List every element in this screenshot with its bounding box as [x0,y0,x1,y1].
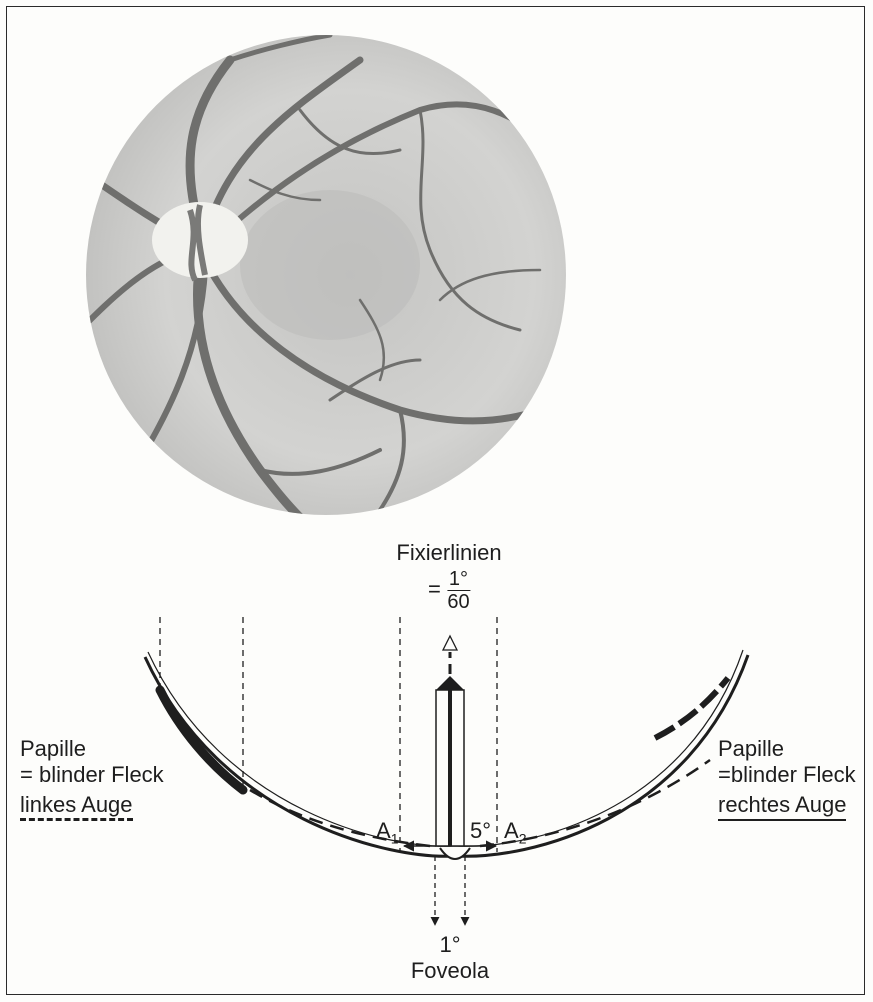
equals-sign: = [428,576,441,601]
right-eye-text: rechtes Auge [718,792,846,821]
five-degree-label: 5° [470,818,491,844]
fixation-ratio: = 1° 60 [396,568,501,613]
fixation-rod [436,636,464,846]
left-eye-label: Papille = blinder Fleck linkes Auge [20,736,164,818]
a2-subscript: 2 [519,830,527,846]
a1-letter: A [376,818,391,843]
foveola-arrows [435,856,465,925]
right-eye-label: Papille =blinder Fleck rechtes Auge [718,736,856,818]
a1-label: A1 [376,818,398,851]
foveola-angle: 1° [411,932,489,958]
a1-subscript: 1 [391,830,399,846]
fraction-denominator: 60 [447,591,470,613]
a2-label: A2 [504,818,526,851]
a2-letter: A [504,818,519,843]
left-eye-text: linkes Auge [20,792,133,821]
right-blind-spot-text: =blinder Fleck [718,762,856,788]
fraction-numerator: 1° [447,568,470,591]
right-papilla-text: Papille [718,736,856,762]
foveola-name: Foveola [411,958,489,984]
foveola-label: 1° Foveola [411,932,489,984]
left-blind-spot-text: = blinder Fleck [20,762,164,788]
fixation-lines-label: Fixierlinien = 1° 60 [396,540,501,613]
fixation-lines-title: Fixierlinien [396,540,501,566]
fundus-image [80,35,570,540]
left-papilla-text: Papille [20,736,164,762]
fraction: 1° 60 [447,568,470,613]
